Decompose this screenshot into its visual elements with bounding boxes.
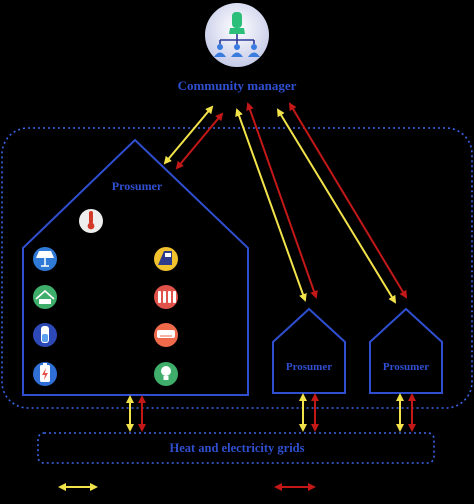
solar-panel-icon [33, 247, 57, 271]
prosumer-label-small-1: Prosumer [286, 361, 332, 373]
thermal-storage-tank-icon [33, 323, 57, 347]
prosumer-house-small-2 [369, 307, 443, 394]
solar-water-heater-icon [154, 247, 178, 271]
air-conditioner-icon [154, 323, 178, 347]
prosumer-house-small-1 [272, 307, 346, 394]
prosumer-house-large [22, 138, 249, 396]
grid-box [37, 432, 435, 464]
battery-icon [33, 362, 57, 386]
prosumer-label-large: Prosumer [112, 179, 163, 193]
thermometer-icon [79, 209, 103, 233]
electricity-flow-arrow-manager-large [175, 112, 224, 170]
electricity-flow-arrow-manager-small-2 [288, 102, 408, 299]
heat-pump-icon [33, 285, 57, 309]
prosumer-label-small-2: Prosumer [383, 361, 429, 373]
community-manager-icon [205, 3, 269, 67]
community-boundary [1, 127, 473, 409]
electricity-flow-arrow-manager-small-1 [246, 102, 318, 299]
light-bulb-icon [154, 362, 178, 386]
grid-label: Heat and electricity grids [169, 441, 304, 455]
radiator-icon [154, 285, 178, 309]
community-manager-label: Community manager [178, 78, 297, 93]
